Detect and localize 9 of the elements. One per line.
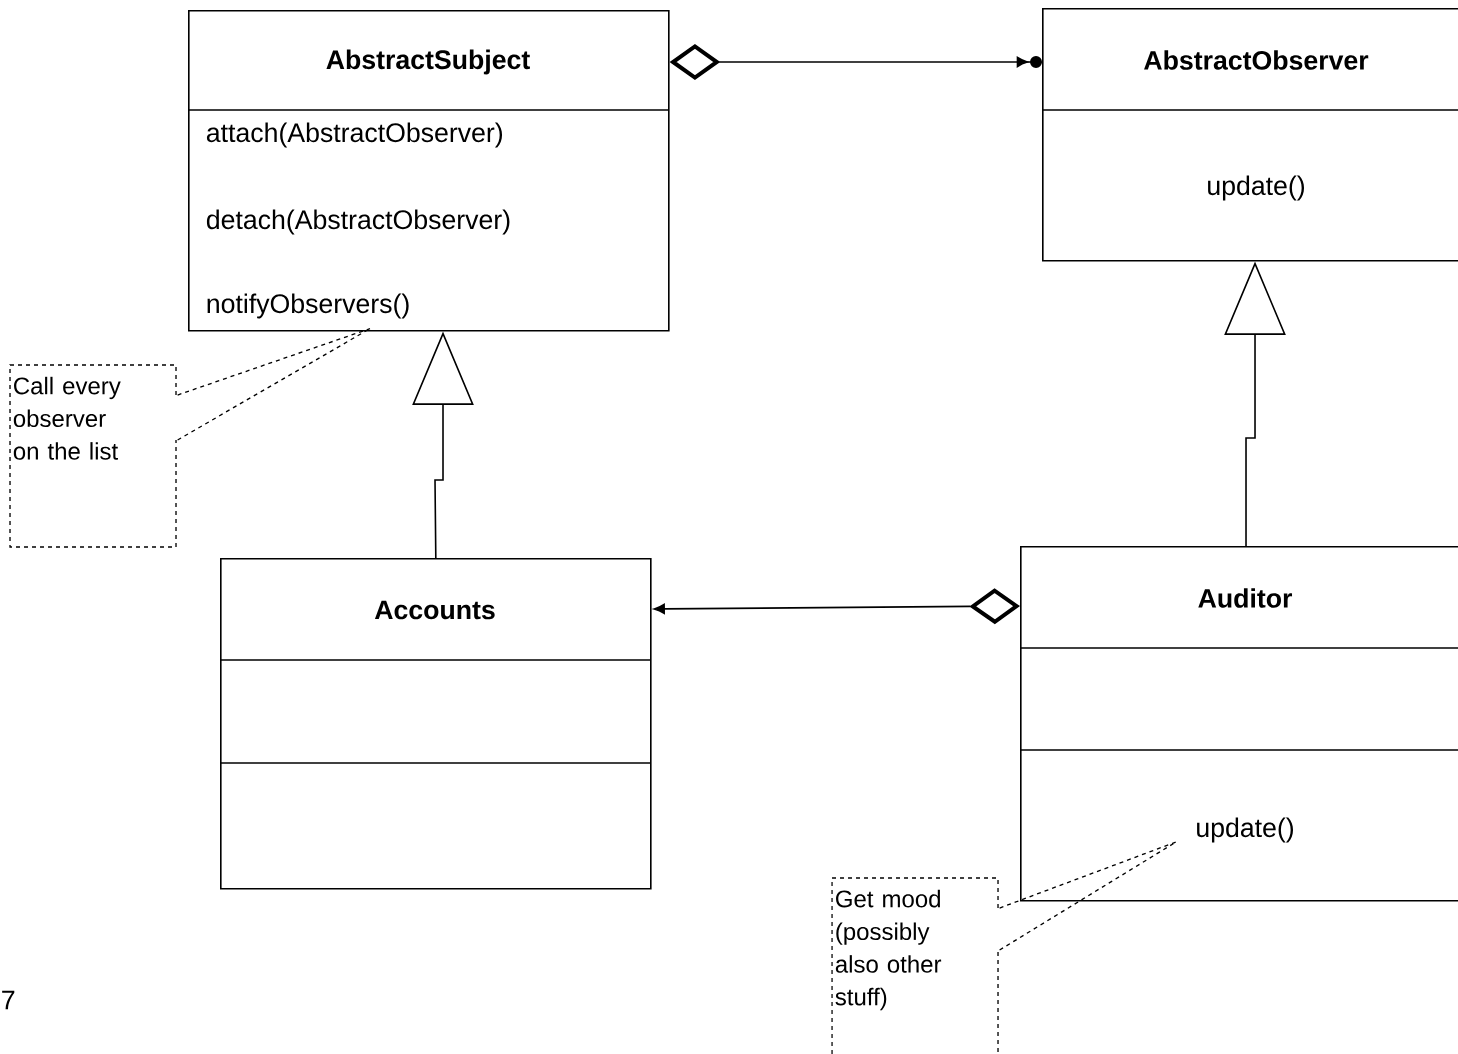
note-box: Get mood (possibly also other stuff)	[831, 877, 999, 1054]
class-box: Auditor update()	[1019, 546, 1458, 902]
class-box: AbstractSubject attach(AbstractObserver) detach(AbstractObserver) notifyObservers()	[187, 10, 670, 332]
class-box: Accounts	[219, 558, 652, 890]
class-box: AbstractObserver update()	[1041, 8, 1458, 262]
leader-line	[998, 841, 1177, 951]
leader-line	[176, 327, 371, 441]
page-number: 7	[2, 990, 15, 1010]
note-box: Call every observer on the list	[9, 364, 177, 548]
